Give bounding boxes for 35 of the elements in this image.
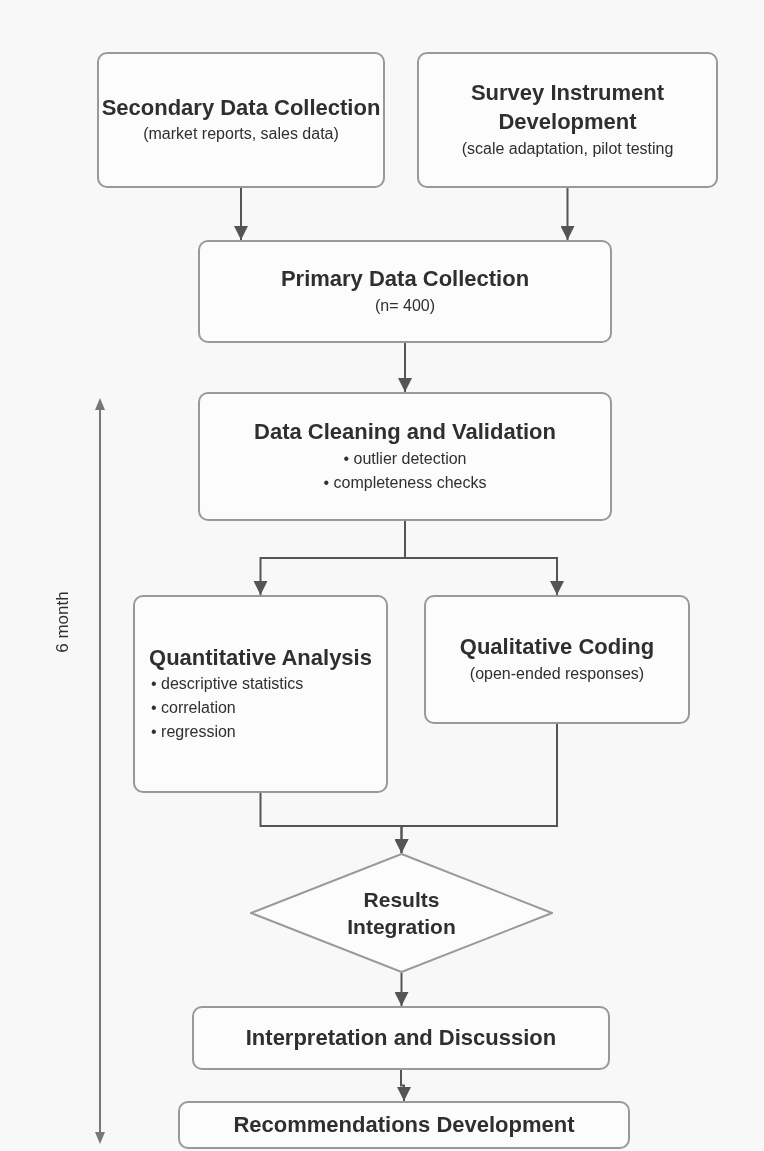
node-description: (market reports, sales data) <box>143 124 339 145</box>
process-box <box>133 595 388 793</box>
node-description: (open-ended responses) <box>469 663 645 684</box>
node-title: Interpretation and Discussion <box>245 1023 557 1052</box>
process-box <box>417 52 718 188</box>
node-title: Data Cleaning and Validation <box>254 418 556 447</box>
node-title: Primary Data Collection <box>280 265 530 294</box>
node-description: • outlier detection <box>343 448 467 469</box>
node-title: Secondary Data Collection <box>101 93 381 122</box>
node-title: Recommendations Development <box>233 1110 575 1139</box>
process-box <box>198 392 612 521</box>
bullet-item: • correlation <box>150 698 237 719</box>
arrow <box>397 1069 411 1102</box>
arrow <box>234 187 248 241</box>
arrow <box>398 342 412 393</box>
bullet-item: • descriptive statistics <box>150 674 305 695</box>
node-title: Qualitative Coding <box>459 633 655 662</box>
node-description: (scale adaptation, pilot testing <box>461 138 674 159</box>
arrow <box>394 723 558 854</box>
decision-diamond <box>250 853 553 973</box>
node-title: Quantitative Analysis <box>148 643 373 672</box>
process-box <box>192 1006 610 1070</box>
process-box <box>198 240 612 343</box>
arrow <box>560 187 575 241</box>
node-title: Results Integration <box>346 886 457 940</box>
node-description: (n= 400) <box>374 295 435 316</box>
node-title: Survey Instrument Development <box>469 79 666 136</box>
arrow <box>394 972 409 1007</box>
bullet-item: • regression <box>150 722 237 743</box>
duration-label: 6 month <box>52 591 73 653</box>
process-box <box>97 52 385 188</box>
node-description: • completeness checks <box>323 472 487 493</box>
process-box <box>178 1101 630 1149</box>
process-box <box>424 595 690 724</box>
arrow <box>404 520 564 596</box>
